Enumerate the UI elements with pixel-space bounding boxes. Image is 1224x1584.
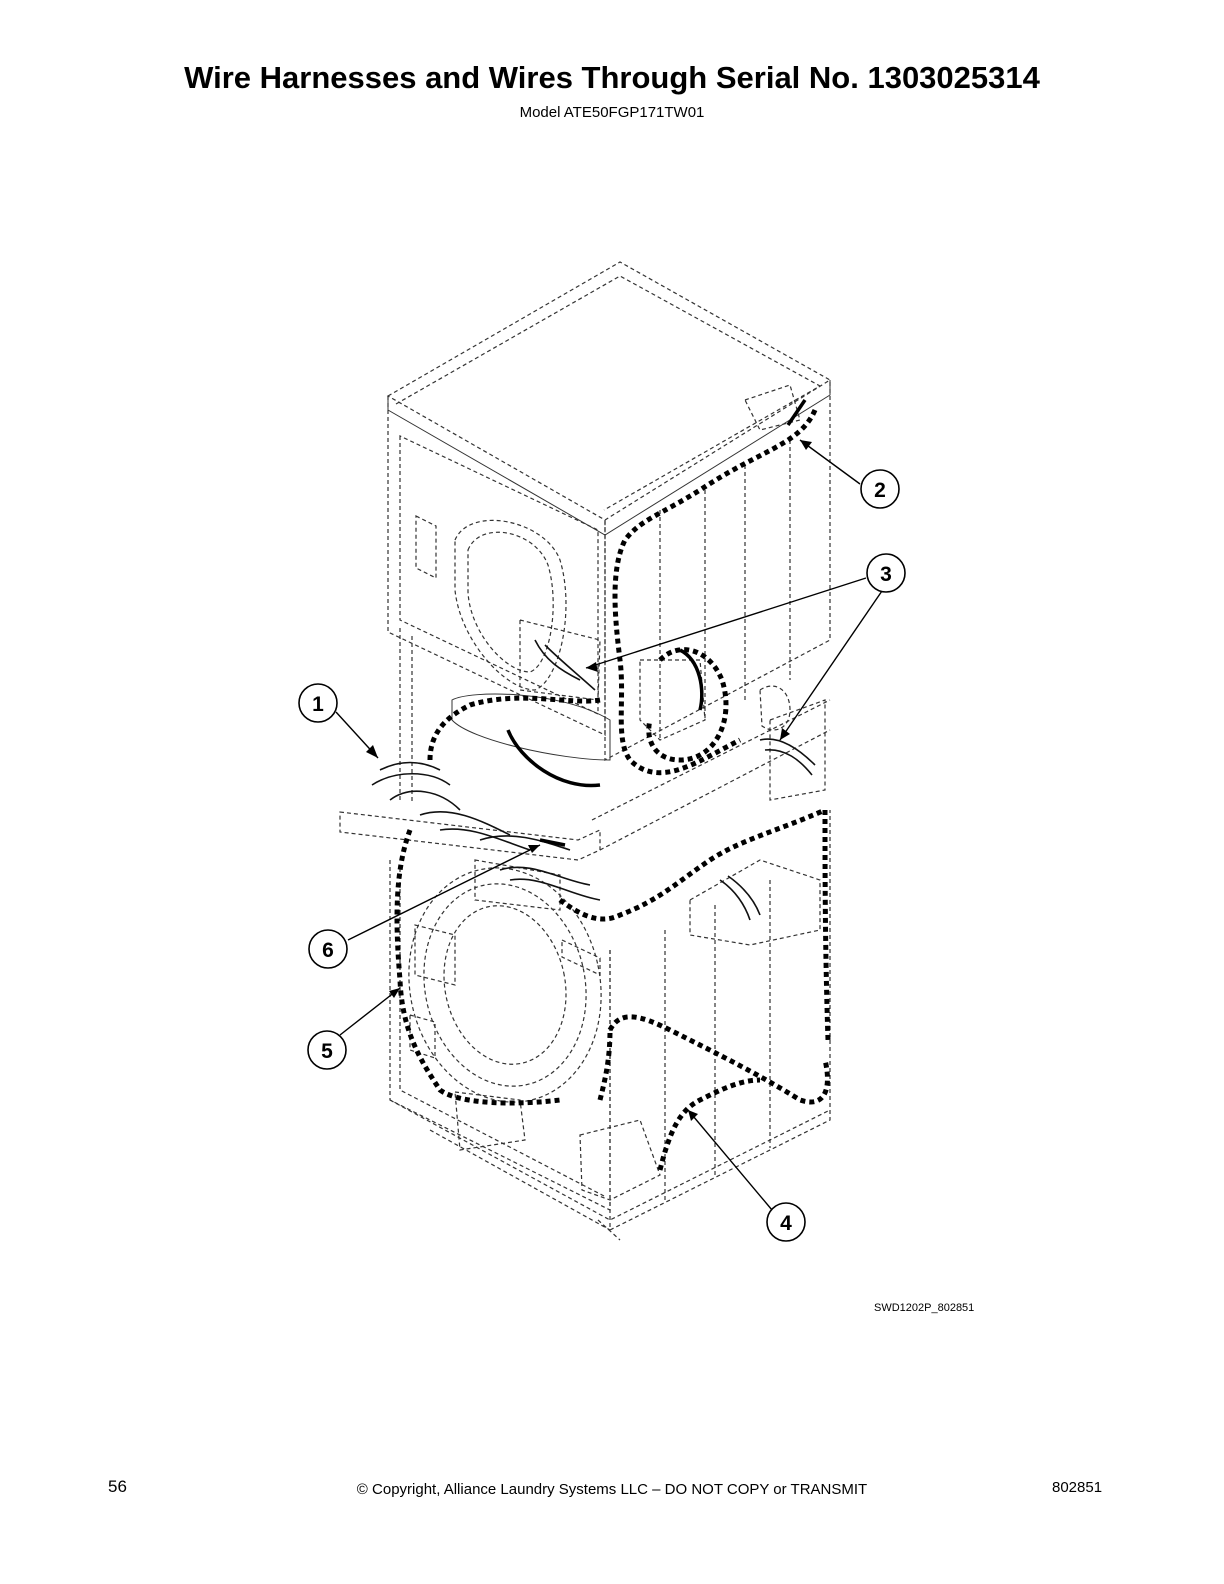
callout-4-label: 4 [780,1212,792,1235]
document-number: 802851 [1052,1479,1103,1496]
callout-2: 2 [860,469,900,509]
model-subtitle: Model ATE50FGP171TW01 [519,104,705,121]
callout-4: 4 [766,1202,806,1242]
harness-wires [371,639,816,921]
leader-lines [335,439,885,1211]
black-wire [506,399,807,847]
callout-5-label: 5 [321,1040,333,1063]
callout-6: 6 [308,929,348,969]
callout-1-label: 1 [312,693,324,716]
wire-routes [394,408,831,1171]
callout-3-label: 3 [880,563,892,586]
callout-5: 5 [307,1030,347,1070]
page-number: 56 [108,1477,127,1496]
component-details [387,380,831,761]
appliance-outline [339,261,832,1241]
callout-2-label: 2 [874,479,886,502]
page-title: Wire Harnesses and Wires Through Serial … [184,60,1040,95]
copyright-notice: © Copyright, Alliance Laundry Systems LL… [356,1481,868,1498]
callout-3: 3 [866,553,906,593]
leader-arrowheads [366,440,812,1121]
callout-6-label: 6 [322,939,334,962]
callout-1: 1 [298,683,338,723]
figure-code: SWD1202P_802851 [874,1302,975,1314]
